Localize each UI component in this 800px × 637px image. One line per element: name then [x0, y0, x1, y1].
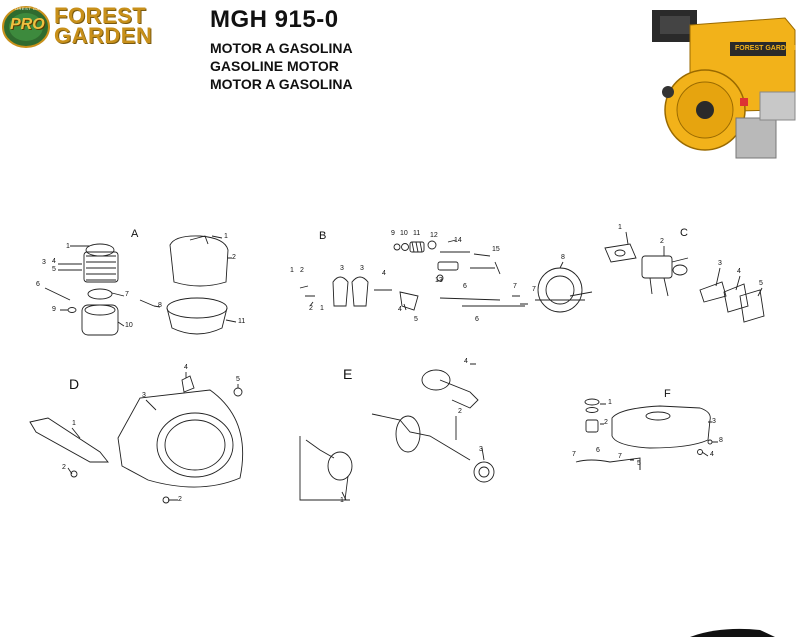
- part-number: 2: [232, 254, 236, 261]
- part-number: 2: [178, 496, 182, 503]
- part-number: 2: [660, 238, 664, 245]
- brand-line2: GARDEN: [54, 23, 153, 48]
- part-number: 4: [464, 358, 468, 365]
- part-number: 5: [759, 280, 763, 287]
- section-a-drawing: [44, 235, 237, 336]
- engine-illustration: [652, 10, 796, 159]
- part-number: 11: [238, 318, 246, 325]
- part-number: 1: [340, 497, 344, 504]
- part-number: 10: [125, 322, 133, 329]
- part-number: 3: [142, 392, 146, 399]
- part-number: 5: [52, 266, 56, 273]
- part-number: 13: [435, 277, 443, 284]
- part-number: 1: [224, 233, 228, 240]
- section-a-label: A: [131, 228, 139, 240]
- part-number: 6: [36, 281, 40, 288]
- part-number: 3: [718, 260, 722, 267]
- pro-badge-icon: [2, 6, 50, 48]
- part-number: 4: [52, 258, 56, 265]
- section-f-drawing: [575, 398, 718, 470]
- part-number: 1: [618, 224, 622, 231]
- part-number: 6: [596, 447, 600, 454]
- part-number: 1: [66, 243, 70, 250]
- section-e-label: E: [343, 366, 353, 382]
- part-number: 1: [320, 305, 324, 312]
- part-number: 3: [712, 418, 716, 425]
- part-number: 2: [300, 267, 304, 274]
- subtitle-2: GASOLINE MOTOR: [210, 58, 339, 74]
- part-number: 2: [309, 305, 313, 312]
- part-number: 1: [72, 420, 76, 427]
- section-f-label: F: [664, 388, 671, 400]
- part-number: 7: [513, 283, 517, 290]
- section-b-label: B: [319, 230, 327, 242]
- model-title: MGH 915-0: [210, 6, 339, 33]
- part-number: 2: [458, 408, 462, 415]
- badge-text: PRO: [10, 16, 45, 33]
- part-number: 7: [572, 451, 576, 458]
- part-number: 9: [391, 230, 395, 237]
- part-number: 1: [608, 399, 612, 406]
- part-number: 1: [290, 267, 294, 274]
- part-number: 2: [604, 419, 608, 426]
- brand-line1: FOREST: [54, 3, 147, 28]
- section-d-drawing: [29, 372, 244, 504]
- engine-label: FOREST GARDEN: [735, 45, 796, 52]
- part-number: 9: [52, 306, 56, 313]
- part-number: 7: [532, 286, 536, 293]
- part-number: 3: [42, 259, 46, 266]
- part-number: 10: [400, 230, 408, 237]
- part-number: 6: [475, 316, 479, 323]
- part-number: 5: [414, 316, 418, 323]
- brand-logo: PRO FOREST GARDEN FOREST GARDEN: [2, 4, 192, 48]
- part-number: 3: [360, 265, 364, 272]
- part-number: 5: [637, 460, 641, 467]
- part-number: 11: [413, 230, 421, 237]
- part-number: 15: [492, 246, 500, 253]
- part-number: 4: [382, 270, 386, 277]
- section-e-drawing: [299, 363, 495, 501]
- part-number: 3: [479, 446, 483, 453]
- part-number: 8: [561, 254, 565, 261]
- part-number: 8: [719, 437, 723, 444]
- part-number: 2: [62, 464, 66, 471]
- part-number: 4: [710, 451, 714, 458]
- section-c-label: C: [680, 227, 688, 239]
- section-d-label: D: [69, 376, 80, 392]
- section-b-drawing: [299, 239, 593, 313]
- part-number: 12: [430, 232, 438, 239]
- part-number: 3: [340, 265, 344, 272]
- subtitle-3: MOTOR A GASOLINA: [210, 76, 353, 92]
- part-number: 4: [184, 364, 188, 371]
- part-number: 4: [398, 306, 402, 313]
- part-number: 14: [454, 237, 462, 244]
- badge-ring-text: FOREST GARDEN: [12, 6, 53, 11]
- part-number: 7: [618, 453, 622, 460]
- part-number: 5: [236, 376, 240, 383]
- subtitle-1: MOTOR A GASOLINA: [210, 40, 353, 56]
- part-number: 4: [737, 268, 741, 275]
- part-number: 7: [125, 291, 129, 298]
- part-number: 6: [463, 283, 467, 290]
- part-number: 8: [158, 302, 162, 309]
- section-c-drawing: [604, 231, 765, 323]
